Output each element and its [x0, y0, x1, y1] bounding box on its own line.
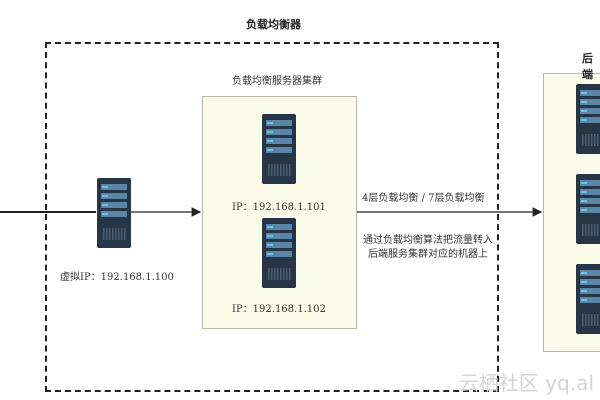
server-rack-icon [576, 264, 600, 338]
server1-ip-label: IP：192.168.1.101 [232, 202, 326, 213]
virtual-ip-label: 虚拟IP：192.168.1.100 [60, 272, 174, 283]
cluster-title: 负载均衡服务器集群 [232, 76, 322, 87]
description-text: 通过负载均衡算法把流量转入后端服务集群对应的机器上 [363, 235, 493, 260]
server-rack-icon [262, 218, 296, 292]
layer-label: 4层负载均衡 / 7层负载均衡 [362, 193, 485, 204]
server2-ip-label: IP：192.168.1.102 [232, 304, 326, 315]
server-rack-icon [576, 84, 600, 158]
load-balancer-frame [45, 42, 499, 392]
backend-title: 后端 [582, 52, 593, 81]
server-rack-icon [97, 178, 131, 252]
server-rack-icon [576, 174, 600, 248]
server-rack-icon [262, 114, 296, 188]
watermark: 云栖社区 yq.al [458, 371, 594, 395]
load-balancer-title: 负载均衡器 [246, 18, 301, 31]
